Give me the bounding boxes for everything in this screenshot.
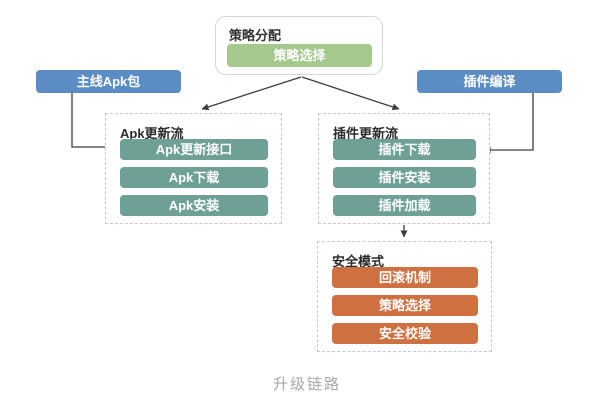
apk-update-flow-title: Apk更新流 xyxy=(120,126,184,141)
apk-download-node: Apk下载 xyxy=(120,167,268,188)
strategy-select-safe-node: 策略选择 xyxy=(332,295,478,316)
rollback-mechanism-node: 回滚机制 xyxy=(332,267,478,288)
safe-mode-group: 安全模式 回滚机制 策略选择 安全校验 xyxy=(317,241,492,352)
plugin-download-node: 插件下载 xyxy=(333,139,476,160)
main-apk-node: 主线Apk包 xyxy=(36,70,181,93)
strategy-select-node: 策略选择 xyxy=(227,44,372,67)
apk-update-api-node: Apk更新接口 xyxy=(120,139,268,160)
plugin-load-node: 插件加载 xyxy=(333,195,476,216)
apk-install-node: Apk安装 xyxy=(120,195,268,216)
plugin-compile-node: 插件编译 xyxy=(417,70,562,93)
safe-mode-title: 安全模式 xyxy=(332,254,385,269)
arrow-plugin-compile-to-download xyxy=(483,93,534,154)
apk-update-flow-group: Apk更新流 Apk更新接口 Apk下载 Apk安装 xyxy=(105,113,282,224)
plugin-update-flow-title: 插件更新流 xyxy=(333,126,399,141)
plugin-install-node: 插件安装 xyxy=(333,167,476,188)
strategy-allocation-group: 策略分配 策略选择 xyxy=(215,16,383,75)
strategy-allocation-title: 策略分配 xyxy=(229,28,282,43)
plugin-update-flow-group: 插件更新流 插件下载 插件安装 插件加载 xyxy=(318,113,490,224)
diagram-caption: 升级链路 xyxy=(272,376,341,393)
arrow-strategy-to-plugin-flow xyxy=(301,76,400,111)
arrow-strategy-to-apk-flow xyxy=(201,76,302,111)
security-check-node: 安全校验 xyxy=(332,323,478,344)
arrow-main-apk-to-update-api xyxy=(71,93,116,151)
